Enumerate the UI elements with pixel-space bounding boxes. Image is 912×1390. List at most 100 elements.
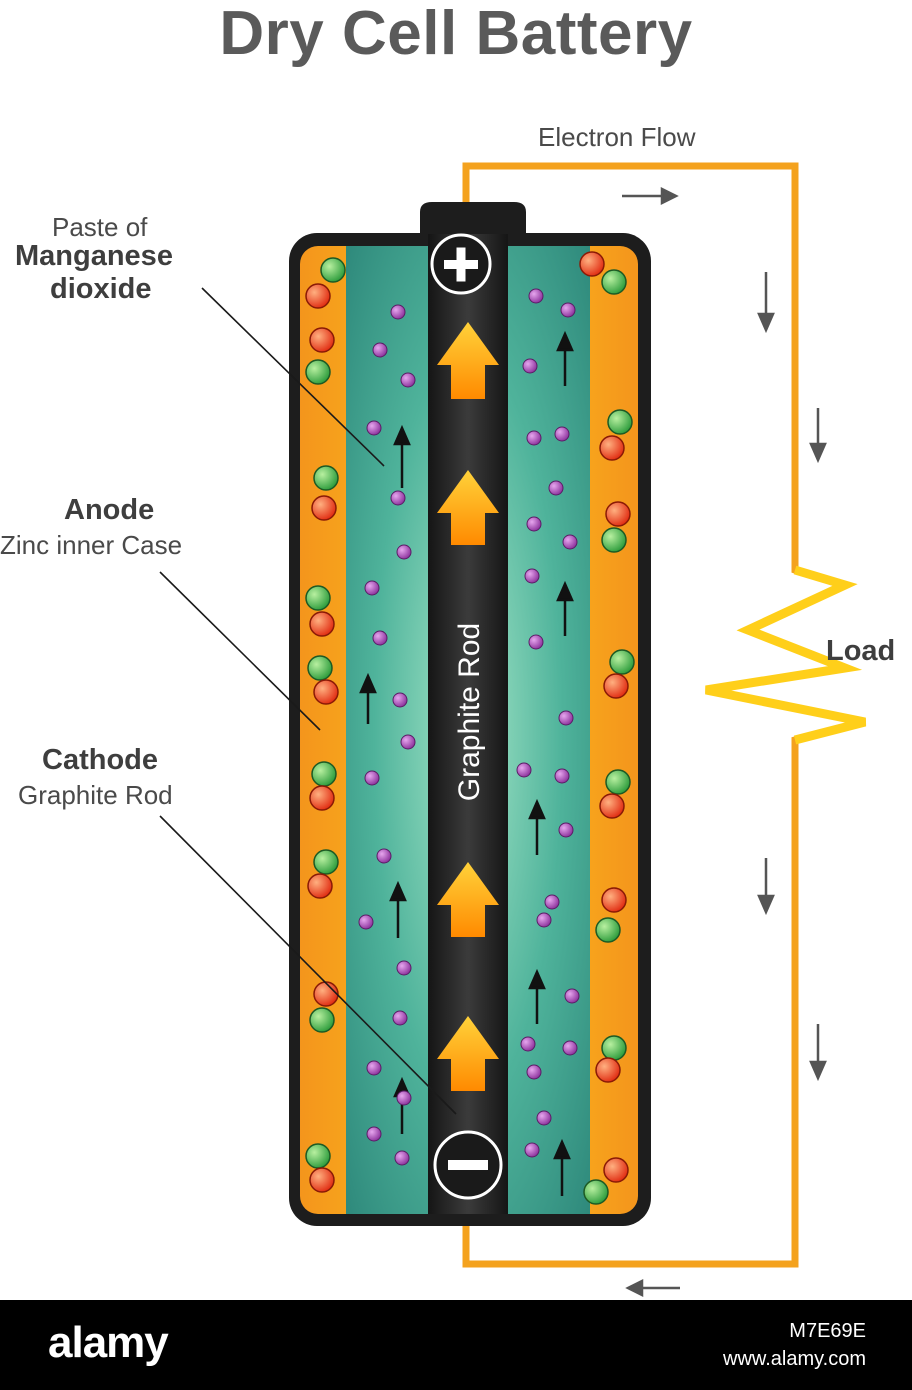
purple-ion xyxy=(396,1090,412,1106)
battery-diagram: Graphite Rod xyxy=(159,162,867,1298)
cathode-label: Cathode xyxy=(42,744,158,776)
purple-ion xyxy=(520,1036,536,1052)
purple-ion xyxy=(400,734,416,750)
diagram-title: Dry Cell Battery xyxy=(219,0,693,68)
positive-terminal xyxy=(430,233,492,295)
watermark-bar: alamy M7E69E www.alamy.com xyxy=(0,1300,912,1390)
purple-ion xyxy=(524,568,540,584)
purple-ion xyxy=(366,1060,382,1076)
green-ion xyxy=(607,409,633,435)
green-ion xyxy=(307,655,333,681)
green-ion xyxy=(601,527,627,553)
green-ion xyxy=(605,769,631,795)
green-ion xyxy=(305,1143,331,1169)
red-ion xyxy=(599,793,625,819)
green-ion xyxy=(311,761,337,787)
purple-ion xyxy=(400,372,416,388)
purple-ion xyxy=(372,630,388,646)
red-ion xyxy=(309,611,335,637)
paste-label-line2: Manganese xyxy=(15,240,173,272)
red-ion xyxy=(605,501,631,527)
anode-sub-label: Zinc inner Case xyxy=(0,530,183,560)
red-ion xyxy=(309,1167,335,1193)
green-ion xyxy=(305,585,331,611)
red-ion xyxy=(307,873,333,899)
green-ion xyxy=(595,917,621,943)
watermark-url: www.alamy.com xyxy=(723,1348,866,1370)
purple-ion xyxy=(560,302,576,318)
anode-label: Anode xyxy=(64,494,155,526)
purple-ion xyxy=(364,770,380,786)
purple-ion xyxy=(372,342,388,358)
red-ion xyxy=(603,1157,629,1183)
green-ion xyxy=(309,1007,335,1033)
red-ion xyxy=(311,495,337,521)
purple-ion xyxy=(528,634,544,650)
red-ion xyxy=(309,327,335,353)
purple-ion xyxy=(554,768,570,784)
purple-ion xyxy=(516,762,532,778)
purple-ion xyxy=(392,1010,408,1026)
purple-ion xyxy=(390,490,406,506)
graphite-rod-text: Graphite Rod xyxy=(453,623,486,801)
purple-ion xyxy=(536,1110,552,1126)
purple-ion xyxy=(390,304,406,320)
purple-ion xyxy=(392,692,408,708)
load-resistor xyxy=(705,565,867,745)
red-ion xyxy=(603,673,629,699)
green-ion xyxy=(601,269,627,295)
green-ion xyxy=(305,359,331,385)
purple-ion xyxy=(526,430,542,446)
purple-ion xyxy=(526,1064,542,1080)
watermark-image-id: M7E69E xyxy=(789,1320,866,1342)
purple-ion xyxy=(536,912,552,928)
red-ion xyxy=(595,1057,621,1083)
electron-flow-label: Electron Flow xyxy=(538,122,696,152)
leader-lines xyxy=(159,287,457,1115)
purple-ion xyxy=(394,1150,410,1166)
watermark-logo: alamy xyxy=(48,1318,169,1367)
purple-ion xyxy=(558,710,574,726)
purple-ion xyxy=(558,822,574,838)
cathode-sub-label: Graphite Rod xyxy=(18,780,173,810)
purple-ion xyxy=(396,960,412,976)
load-label: Load xyxy=(826,635,896,667)
purple-ion xyxy=(562,534,578,550)
red-ion xyxy=(309,785,335,811)
ion-drift-arrows xyxy=(359,330,574,1196)
purple-ion xyxy=(366,1126,382,1142)
paste-label-line3: dioxide xyxy=(50,273,152,305)
red-green-ion-pairs xyxy=(305,251,635,1205)
red-ion xyxy=(599,435,625,461)
purple-ion xyxy=(366,420,382,436)
red-ion xyxy=(313,679,339,705)
green-ion xyxy=(313,465,339,491)
red-ion xyxy=(601,887,627,913)
purple-ion xyxy=(396,544,412,560)
purple-ion xyxy=(522,358,538,374)
paste-label-line1: Paste of xyxy=(52,212,148,242)
purple-ion xyxy=(548,480,564,496)
purple-ion xyxy=(524,1142,540,1158)
purple-ion xyxy=(554,426,570,442)
green-ion xyxy=(583,1179,609,1205)
green-ion xyxy=(609,649,635,675)
green-ion xyxy=(320,257,346,283)
purple-ion xyxy=(562,1040,578,1056)
purple-ion xyxy=(528,288,544,304)
negative-terminal xyxy=(433,1130,503,1200)
purple-ion xyxy=(526,516,542,532)
rod-current-arrows xyxy=(437,322,499,1091)
electron-flow-arrows xyxy=(622,186,827,1298)
green-ion xyxy=(313,849,339,875)
purple-ion xyxy=(364,580,380,596)
purple-ions xyxy=(358,288,580,1166)
purple-ion xyxy=(376,848,392,864)
purple-ion xyxy=(544,894,560,910)
red-ion xyxy=(579,251,605,277)
green-ion xyxy=(601,1035,627,1061)
red-ion xyxy=(305,283,331,309)
purple-ion xyxy=(564,988,580,1004)
purple-ion xyxy=(358,914,374,930)
red-ion xyxy=(313,981,339,1007)
